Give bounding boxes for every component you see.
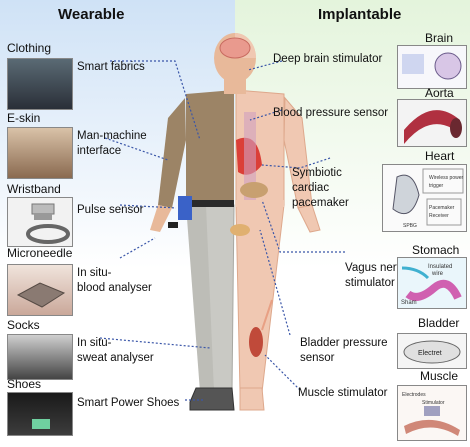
label-pacemaker-line1: Symbiotic <box>292 167 342 179</box>
eskin-photo <box>7 127 73 179</box>
category-heart: Heart <box>425 149 455 163</box>
category-muscle: Muscle <box>420 369 459 383</box>
label-bladder-line2: sensor <box>300 352 335 364</box>
heart-text-pacemaker: Pacemaker <box>429 205 455 211</box>
stomach-diagram: Insulated wire Sham <box>397 257 467 309</box>
heart-diagram: Wireless power trigger Pacemaker Receive… <box>382 164 467 232</box>
bladder-text-electret: Electret <box>418 350 442 357</box>
label-sweat-analyser-line1: In situ- <box>77 337 112 349</box>
connector-eskin <box>104 137 169 161</box>
label-sweat-analyser-line2: sweat analyser <box>77 352 154 364</box>
shoes-photo <box>7 392 73 436</box>
label-muscle-stimulator: Muscle stimulator <box>298 387 388 399</box>
microneedle-photo <box>7 264 73 316</box>
category-eskin: E-skin <box>7 111 41 125</box>
category-brain: Brain <box>425 31 454 45</box>
connector-heart <box>261 157 331 169</box>
muscle-text-electrodes: Electrodes <box>402 392 426 398</box>
label-pacemaker-line2: cardiac <box>292 182 330 194</box>
muscle-diagram: Electrodes Stimulator <box>397 385 467 441</box>
label-vagus-line1: Vagus nerve <box>345 262 409 274</box>
wristband-diagram <box>7 197 73 247</box>
label-man-machine-line2: interface <box>77 145 122 157</box>
label-pulse-sensor: Pulse sensor <box>77 204 144 216</box>
wearable-header: Wearable <box>58 6 125 23</box>
label-blood-pressure-sensor: Blood pressure sensor <box>273 107 389 119</box>
connector-aorta <box>249 109 283 121</box>
connector-socks <box>99 337 211 349</box>
category-shoes: Shoes <box>7 377 42 391</box>
category-wristband: Wristband <box>7 182 61 196</box>
category-socks: Socks <box>7 318 40 332</box>
label-blood-analyser-line1: In situ- <box>77 267 112 279</box>
label-blood-analyser-line2: blood analyser <box>77 282 152 294</box>
heart-text-trigger: trigger <box>429 183 444 189</box>
category-aorta: Aorta <box>425 86 454 100</box>
heart-text-receiver: Receiver <box>429 213 449 219</box>
stomach-text-sham: Sham <box>401 300 417 306</box>
implantable-header: Implantable <box>318 6 402 23</box>
connector-muscle <box>264 354 301 391</box>
label-smart-power-shoes: Smart Power Shoes <box>77 397 180 409</box>
label-pacemaker-line3: pacemaker <box>292 197 349 209</box>
connector-bladder <box>259 229 291 336</box>
label-vagus-line2: stimulator <box>345 277 395 289</box>
label-bladder-line1: Bladder pressure <box>300 337 388 349</box>
category-bladder: Bladder <box>418 316 460 330</box>
connector-clothing <box>110 60 201 141</box>
connector-stomach <box>261 199 345 253</box>
connector-wristband <box>119 204 177 209</box>
heart-text-spbg: SPBG <box>403 223 417 229</box>
aorta-diagram <box>397 99 467 147</box>
stomach-text-wire: wire <box>431 271 444 277</box>
label-smart-fabrics: Smart fabrics <box>77 61 145 73</box>
brain-diagram <box>397 45 467 89</box>
heart-text-wireless: Wireless power <box>429 175 464 181</box>
connector-microneedle <box>119 237 156 259</box>
clothing-photo <box>7 58 73 110</box>
stomach-text-insulated: Insulated <box>428 264 452 270</box>
socks-photo <box>7 334 73 380</box>
category-clothing: Clothing <box>7 41 52 55</box>
label-man-machine-line1: Man-machine <box>77 130 147 142</box>
category-stomach: Stomach <box>412 243 460 257</box>
label-deep-brain-stimulator: Deep brain stimulator <box>273 53 383 65</box>
muscle-text-stimulator: Stimulator <box>422 400 445 406</box>
category-microneedle: Microneedle <box>7 246 73 260</box>
bladder-diagram: Electret <box>397 333 467 369</box>
connector-brain <box>247 60 283 71</box>
